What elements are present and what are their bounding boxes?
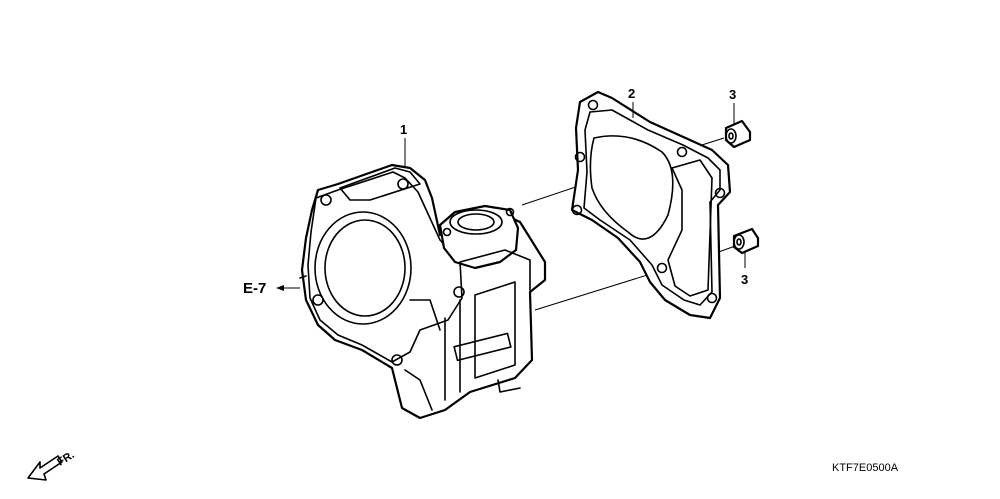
reference-label: E-7 — [243, 280, 266, 297]
front-label: FR. — [55, 449, 76, 469]
cylinder-part[interactable] — [299, 163, 547, 420]
dowel-pin-lower[interactable] — [732, 227, 760, 255]
front-direction-indicator: FR. — [27, 449, 77, 481]
dowel-pin-upper[interactable] — [724, 119, 752, 149]
callout-3-lower: 3 — [741, 272, 748, 287]
reference-arrowhead-icon — [276, 285, 284, 291]
reference-e7[interactable]: E-7 — [243, 280, 300, 297]
drawing-code: KTF7E0500A — [832, 462, 899, 474]
front-arrow-icon — [27, 455, 63, 481]
callout-leaders — [404, 102, 746, 268]
callout-3-upper: 3 — [729, 87, 736, 102]
cylinder-gasket-part[interactable] — [570, 90, 732, 320]
callout-1: 1 — [400, 122, 407, 137]
callout-2: 2 — [628, 86, 635, 101]
